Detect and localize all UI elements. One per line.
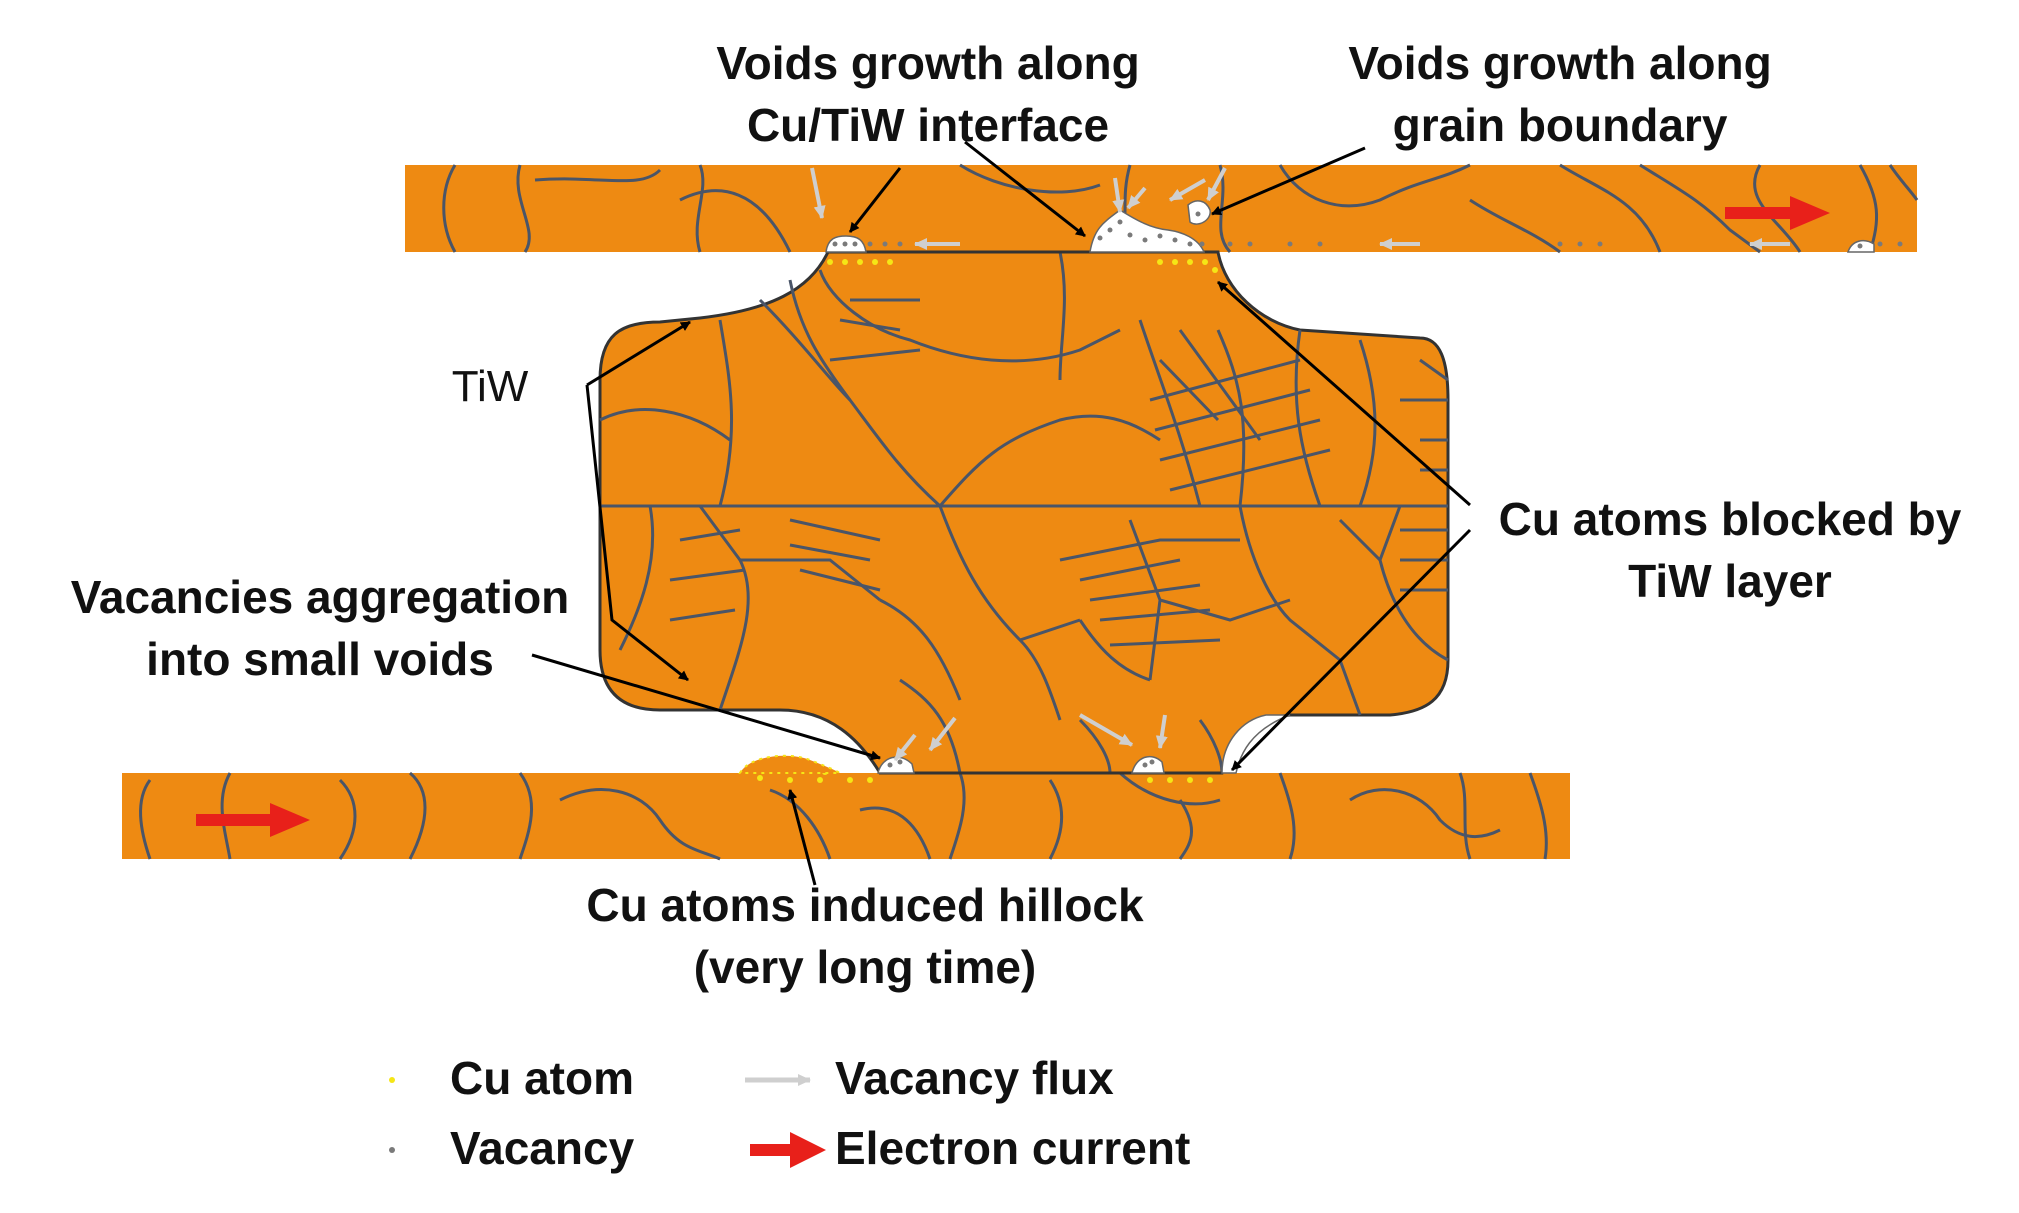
legend-cu-atom-dot [389,1077,395,1083]
label-cu-blocked-line1: Cu atoms blocked by [1498,493,1962,545]
legend-electron-current-arrow [750,1132,826,1168]
label-voids-interface: Voids growth along Cu/TiW interface [688,32,1168,156]
label-voids-interface-line1: Voids growth along [716,37,1140,89]
label-tiw: TiW [420,356,560,418]
legend-electron-current-label: Electron current [835,1122,1191,1174]
label-vacancies-aggregation-line2: into small voids [146,633,494,685]
label-hillock: Cu atoms induced hillock (very long time… [535,874,1195,998]
voids-bottom [877,714,1291,774]
electron-current-arrows [196,196,1830,837]
label-tiw-text: TiW [451,362,529,411]
label-vacancies-aggregation: Vacancies aggregation into small voids [30,566,610,690]
legend-vacancy-flux-label: Vacancy flux [835,1052,1114,1104]
label-hillock-line2: (very long time) [693,941,1037,993]
bottom-copper-line [122,771,1570,861]
legend-vacancy-label: Vacancy [450,1122,635,1174]
label-voids-grain-line1: Voids growth along [1348,37,1772,89]
label-voids-interface-line2: Cu/TiW interface [746,99,1110,151]
legend-cu-atom-label: Cu atom [450,1052,634,1104]
label-hillock-line1: Cu atoms induced hillock [586,879,1144,931]
annotation-arrows [531,140,1472,886]
label-vacancies-aggregation-line1: Vacancies aggregation [70,571,570,623]
label-voids-grain-line2: grain boundary [1392,99,1728,151]
label-cu-blocked-line2: TiW layer [1628,555,1832,607]
hillock [738,754,844,774]
vacancy-dots [832,211,1903,768]
label-cu-blocked: Cu atoms blocked by TiW layer [1460,488,2000,612]
legend-symbols [389,1074,826,1168]
label-voids-grain: Voids growth along grain boundary [1310,32,1810,156]
via-grains [598,250,1450,775]
legend-vacancy-dot [389,1147,395,1153]
vacancy-flux-arrows [810,167,1790,762]
